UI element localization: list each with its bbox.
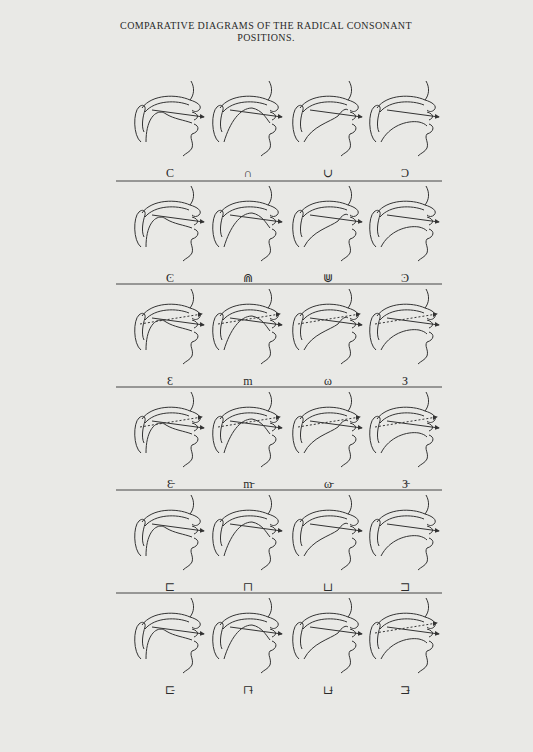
head-profiles (135, 81, 439, 673)
symbol-label: m̵ (228, 478, 268, 490)
symbol-label: ⊏ (150, 581, 190, 593)
symbol-label: ⊐ (385, 581, 425, 593)
page-title: COMPARATIVE DIAGRAMS OF THE RADICAL CONS… (116, 20, 416, 43)
symbol-label: ⊔̵ (308, 684, 348, 696)
symbol-label: ω̵ (308, 478, 348, 490)
symbol-label: З (385, 375, 425, 387)
symbol-label: ∪ (308, 167, 348, 179)
symbol-label: Ͽ (385, 272, 425, 284)
symbol-label: ω (308, 375, 348, 387)
symbol-label: Ͼ (150, 272, 190, 284)
symbol-label: Ɛ̵ (150, 478, 190, 490)
symbol-label: Ɛ (150, 375, 190, 387)
symbol-label: ⊓ (228, 581, 268, 593)
symbol-label: ⊔ (308, 581, 348, 593)
symbol-label: m (228, 375, 268, 387)
symbol-label: ⊐̵ (385, 684, 425, 696)
symbol-label: ⊏̵ (150, 684, 190, 696)
symbol-label: З̵ (385, 478, 425, 490)
symbol-label: ∩ (228, 167, 268, 179)
symbol-label: C (150, 167, 190, 179)
row-separators (116, 181, 442, 593)
symbol-label: ⊓̵ (228, 684, 268, 696)
symbol-label: Ɔ (385, 167, 425, 179)
symbol-label: ⋒ (228, 272, 268, 284)
symbol-label: ⋓ (308, 272, 348, 284)
